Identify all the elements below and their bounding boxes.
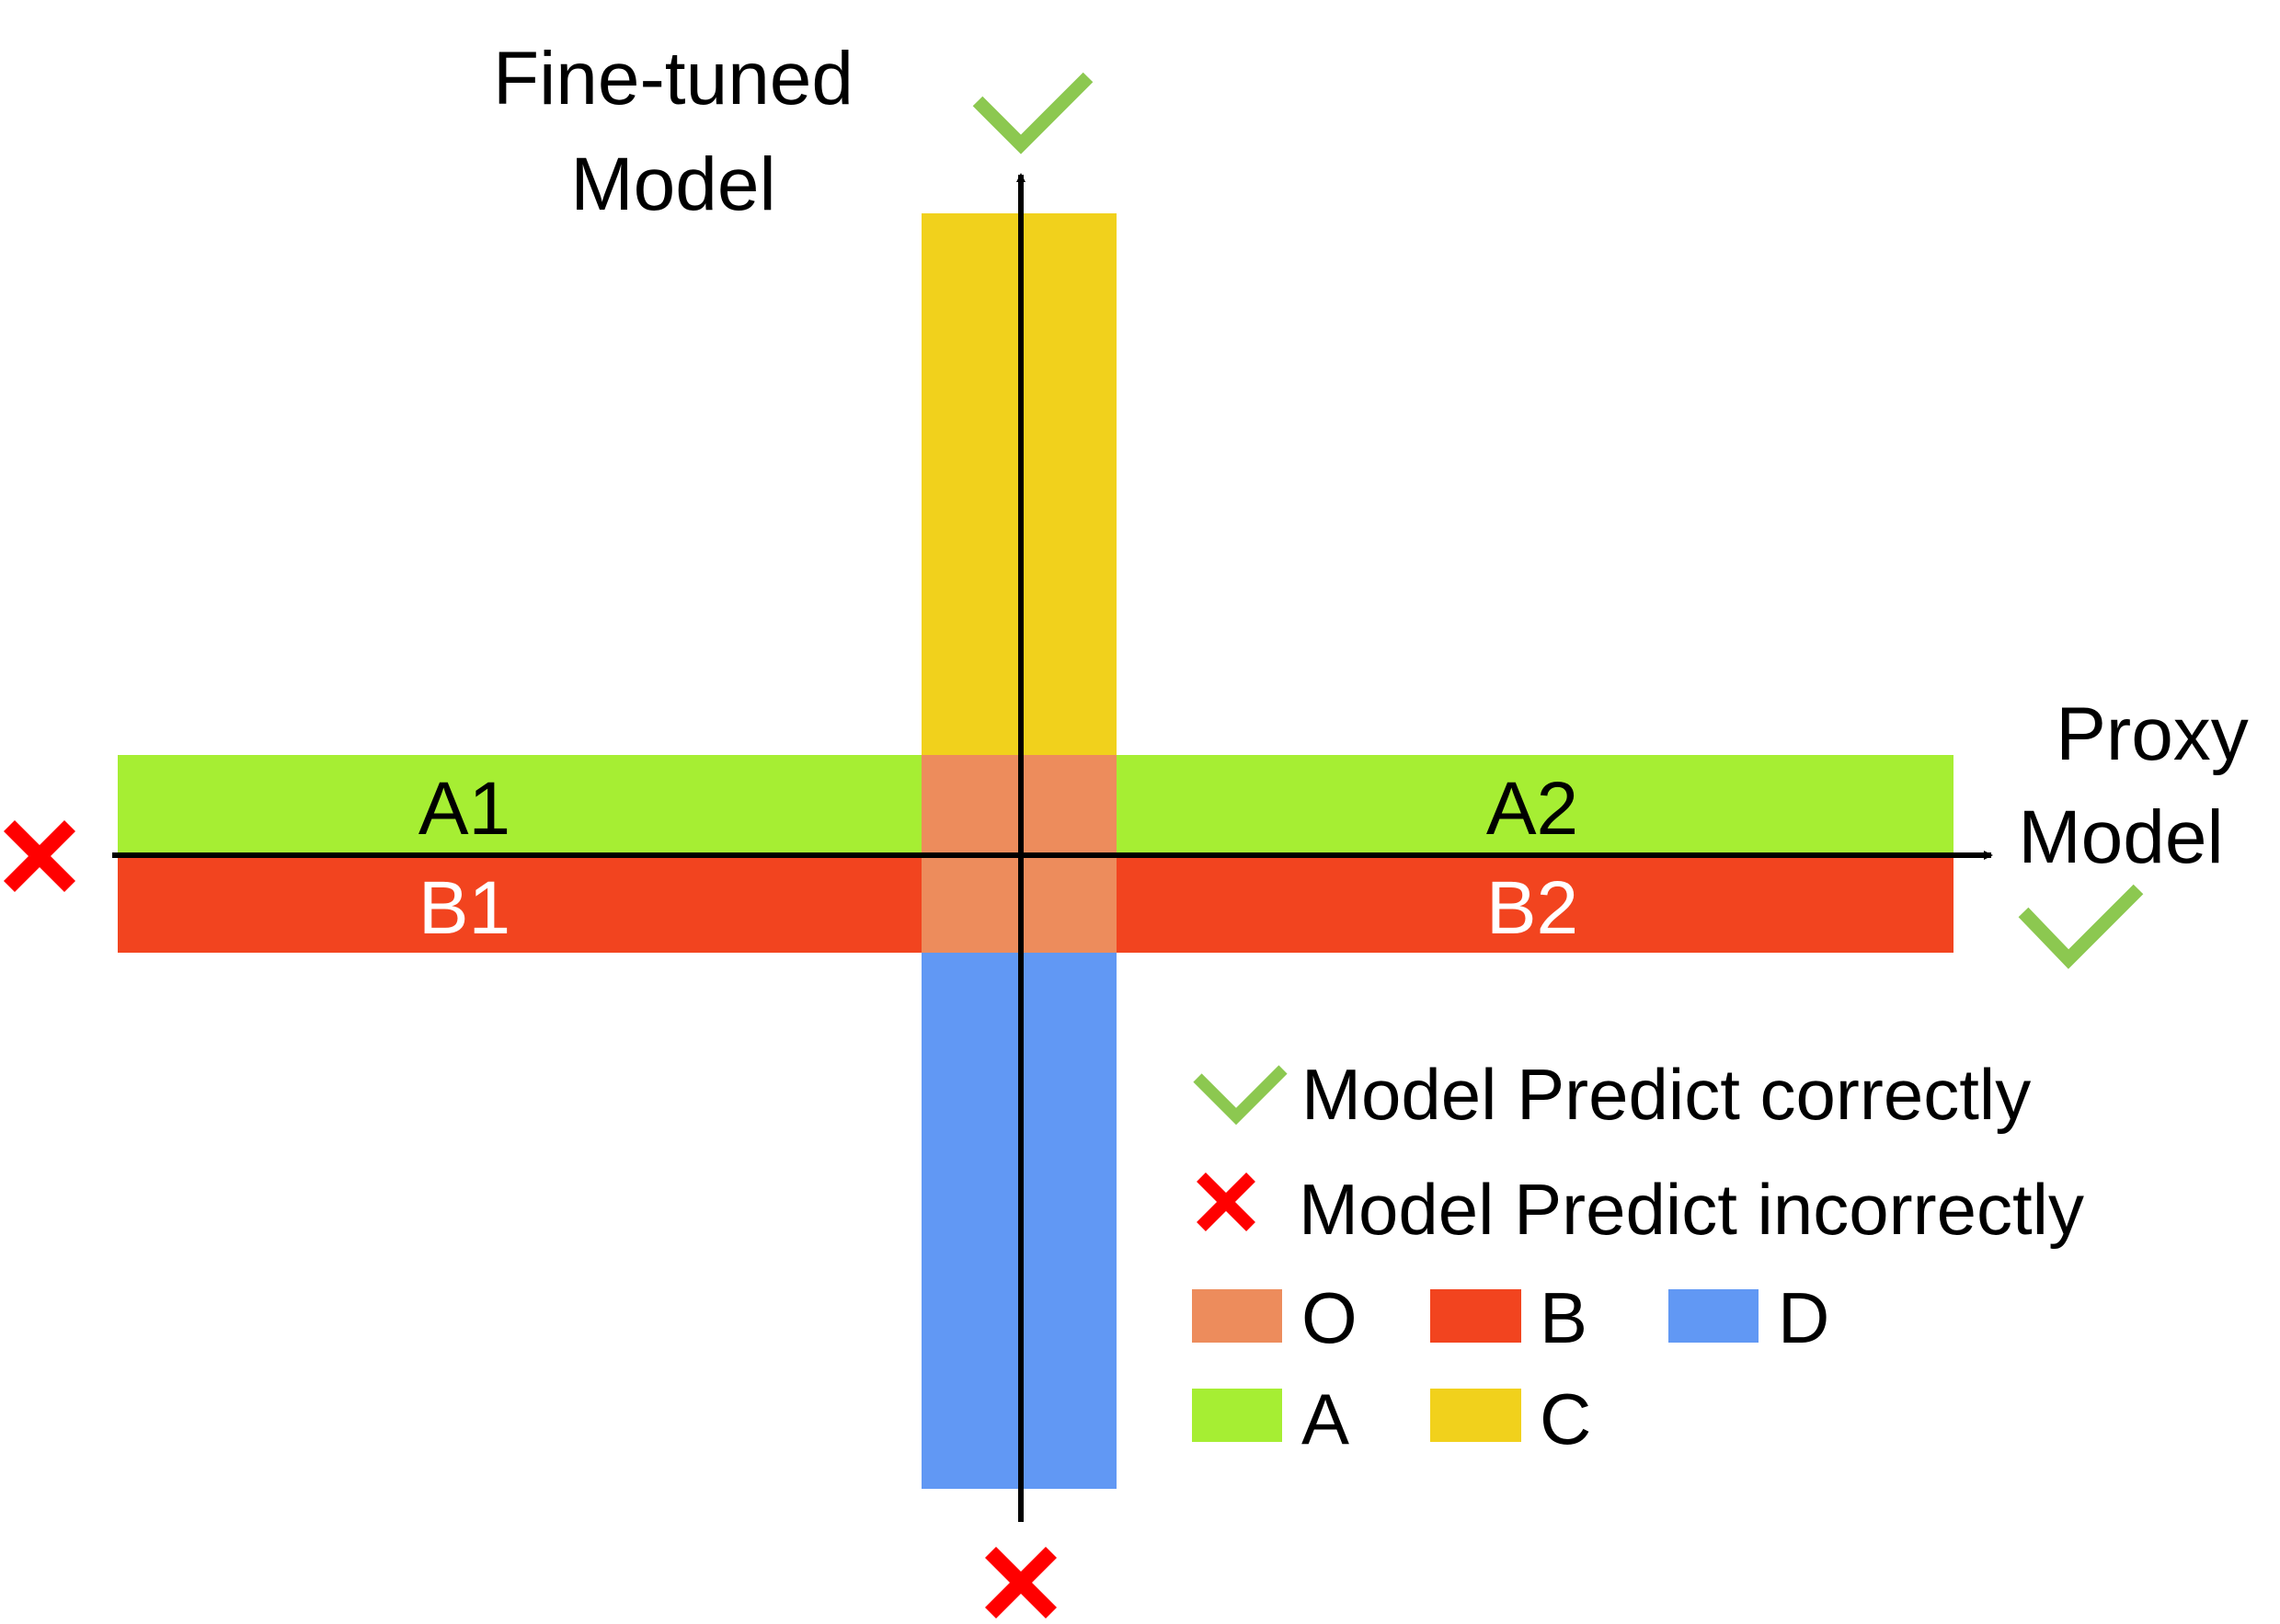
check-icon [1193,1065,1288,1126]
region-label-a2: A2 [1486,767,1578,851]
legend-label-b: B [1540,1277,1587,1358]
legend-label-d: D [1778,1277,1829,1358]
region-label-b2: B2 [1486,866,1578,950]
proxy-axis-label-line1: Proxy [2056,692,2249,776]
legend-label-o: O [1301,1277,1358,1358]
region-label-b1: B1 [418,866,510,950]
proxy-axis-label-line2: Model [2018,795,2223,879]
region-label-a1: A1 [418,767,510,851]
legend: Model Predict correctly Model Predict in… [1192,1054,2084,1459]
legend-swatch-o [1192,1289,1282,1343]
legend-swatch-b [1430,1289,1521,1343]
legend-correct-label: Model Predict correctly [1301,1054,2031,1135]
legend-swatch-c [1430,1389,1521,1442]
cross-icon [1197,1172,1255,1231]
region-a-left-band [118,755,922,855]
legend-label-c: C [1540,1378,1591,1459]
check-icon [972,72,1094,154]
region-a-right-band [1117,755,1953,855]
legend-label-a: A [1301,1378,1349,1459]
cross-icon [3,819,76,893]
check-icon [2018,884,2144,969]
legend-incorrect-label: Model Predict incorrectly [1299,1169,2084,1250]
finetuned-axis-label-line2: Model [570,143,775,226]
cross-icon [984,1546,1058,1619]
region-b-left-band [118,855,922,953]
region-b-right-band [1117,855,1953,953]
finetuned-axis-label-line1: Fine-tuned [493,37,854,120]
legend-swatch-a [1192,1389,1282,1442]
legend-swatch-d [1668,1289,1759,1343]
